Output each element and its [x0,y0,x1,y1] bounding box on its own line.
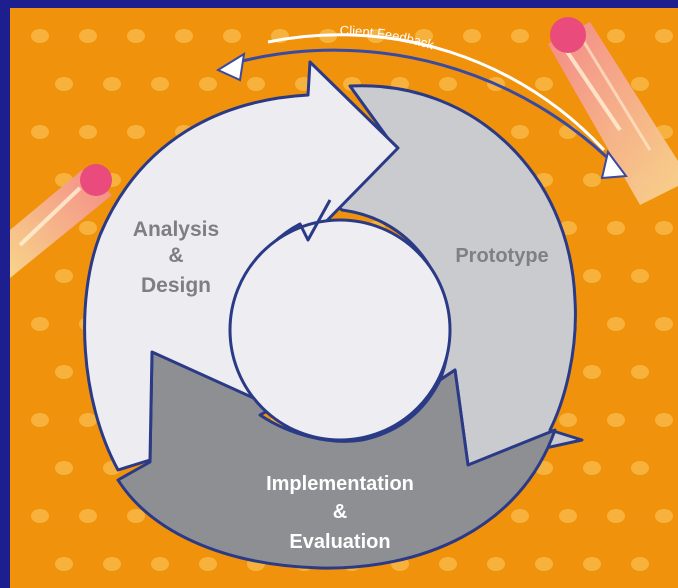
meteor-head [550,17,586,53]
polka-dot [31,29,49,43]
polka-dot [223,29,241,43]
polka-dot [103,557,121,571]
polka-dot [103,77,121,91]
polka-dot [511,125,529,139]
polka-dot [55,77,73,91]
polka-dot [607,221,625,235]
implementation-label-line1: Implementation [266,473,414,495]
polka-dot [151,557,169,571]
polka-dot [655,29,673,43]
polka-dot [655,317,673,331]
polka-dot [535,77,553,91]
polka-dot [79,125,97,139]
polka-dot [55,365,73,379]
implementation-segment [116,350,557,570]
polka-dot [583,269,601,283]
polka-dot [607,29,625,43]
meteor-head [80,164,112,196]
cycle-center [228,218,452,442]
feedback-arrowhead-left [215,52,246,82]
polka-dot [583,365,601,379]
polka-dot [199,77,217,91]
polka-dot [511,29,529,43]
polka-dot [559,509,577,523]
polka-dot [31,125,49,139]
polka-dot [31,413,49,427]
meteor-left [10,164,112,278]
polka-dot [151,77,169,91]
diagram-canvas: Client Feedback Analysis & Design Protot… [10,8,678,588]
polka-dot [607,509,625,523]
development-cycle [83,60,584,570]
feedback-label: Client Feedback [340,23,437,53]
polka-dot [79,509,97,523]
analysis-label-line3: Design [141,274,211,297]
polka-dot [583,461,601,475]
polka-dot [79,29,97,43]
polka-dot [559,125,577,139]
polka-dot [247,77,265,91]
polka-dot [175,29,193,43]
polka-dot [31,509,49,523]
polka-dot [631,461,649,475]
analysis-arrow-notch [298,199,332,242]
polka-dot [655,221,673,235]
feedback-arrowhead-right [600,149,628,180]
polka-dot [607,317,625,331]
polka-dot [487,557,505,571]
polka-dot [415,29,433,43]
polka-dot [439,557,457,571]
polka-dot [511,509,529,523]
implementation-label-line2: & [333,501,347,523]
polka-dot [127,125,145,139]
polka-dot [463,29,481,43]
polka-dot [631,557,649,571]
polka-dot [583,557,601,571]
polka-dot [439,77,457,91]
implementation-label-line3: Evaluation [289,531,390,553]
polka-dot [631,77,649,91]
polka-dot [631,269,649,283]
polka-dot [55,461,73,475]
polka-dot [127,509,145,523]
polka-dot [55,557,73,571]
polka-dot [655,413,673,427]
polka-dot [199,557,217,571]
polka-dot [535,557,553,571]
polka-dot [127,29,145,43]
polka-dot [31,317,49,331]
polka-dot [583,173,601,187]
analysis-label-line1: Analysis [133,218,219,241]
segment-labels: Analysis & Design Prototype Implementati… [133,218,549,553]
prototype-segment [328,84,584,467]
polka-dot [631,365,649,379]
polka-dot [55,269,73,283]
prototype-label: Prototype [455,245,548,267]
polka-dot [607,413,625,427]
meteor-top-right [548,17,678,205]
analysis-label-line2: & [168,244,183,267]
polka-dot [79,221,97,235]
polka-dot [79,413,97,427]
polka-dot [655,509,673,523]
polka-dot [559,413,577,427]
